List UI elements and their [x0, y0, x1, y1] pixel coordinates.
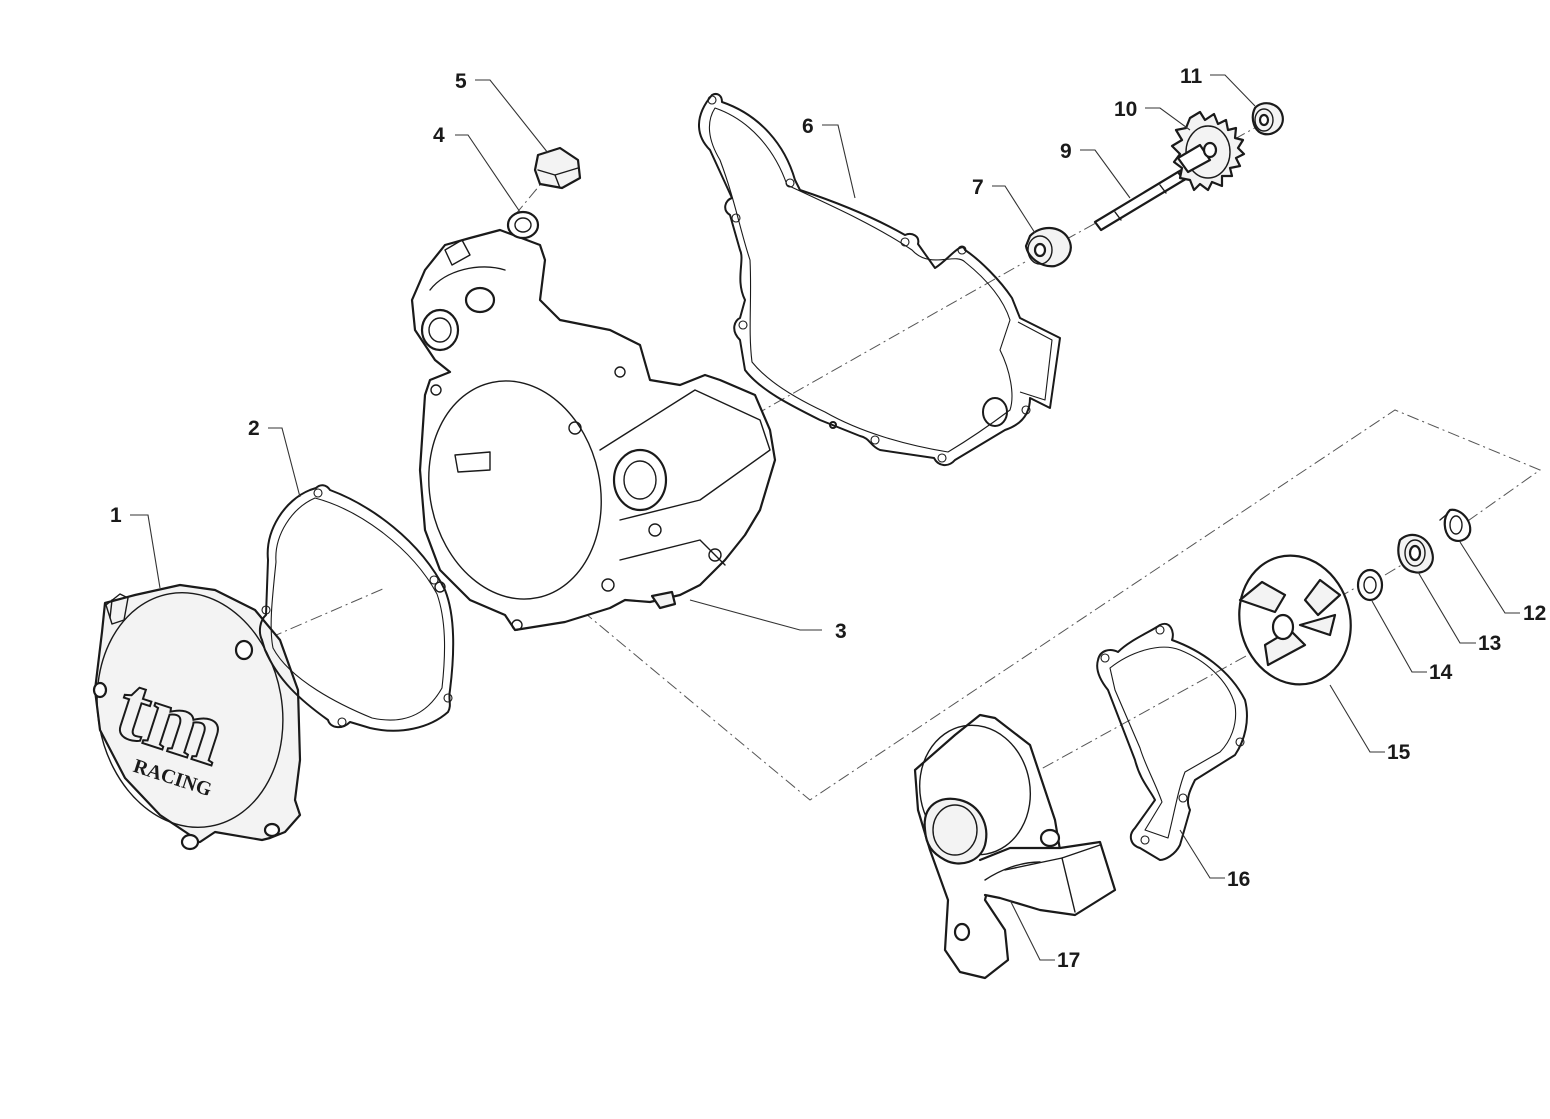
callout-5: 5	[455, 70, 467, 93]
callout-2: 2	[248, 417, 260, 440]
water-pump-cover	[913, 713, 1117, 980]
crankcase-gasket	[698, 92, 1061, 466]
pump-shaft-bearing	[1024, 226, 1072, 268]
callout-1: 1	[110, 504, 122, 527]
oil-seal	[1397, 533, 1434, 574]
callout-labels: 1 2 3 4 5 6 7 9 10 11 12 13 14 15 16 17	[110, 65, 1546, 972]
cover-gasket	[258, 484, 455, 732]
pump-cover-gasket	[1096, 622, 1248, 861]
callout-14: 14	[1429, 661, 1453, 684]
gear-bearing	[1251, 102, 1284, 136]
callout-3: 3	[835, 620, 847, 643]
callout-4: 4	[433, 124, 445, 147]
callout-15: 15	[1387, 741, 1411, 764]
filler-plug	[533, 146, 582, 190]
leader-lines	[130, 74, 1520, 961]
callout-7: 7	[972, 176, 984, 199]
water-pump-impeller	[1238, 554, 1352, 686]
water-pump-gear	[1170, 110, 1246, 192]
crankcase-cover	[410, 228, 777, 632]
sealing-washer	[506, 210, 540, 240]
circlip	[1439, 508, 1472, 542]
callout-9: 9	[1060, 140, 1072, 163]
callout-11: 11	[1180, 65, 1203, 88]
impeller-washer	[1356, 568, 1384, 602]
ignition-cover: tm RACING	[92, 583, 302, 851]
callout-10: 10	[1114, 98, 1137, 121]
callout-16: 16	[1227, 868, 1250, 891]
callout-17: 17	[1057, 949, 1080, 972]
callout-12: 12	[1523, 602, 1546, 625]
callout-6: 6	[802, 115, 814, 138]
callout-13: 13	[1478, 632, 1501, 655]
